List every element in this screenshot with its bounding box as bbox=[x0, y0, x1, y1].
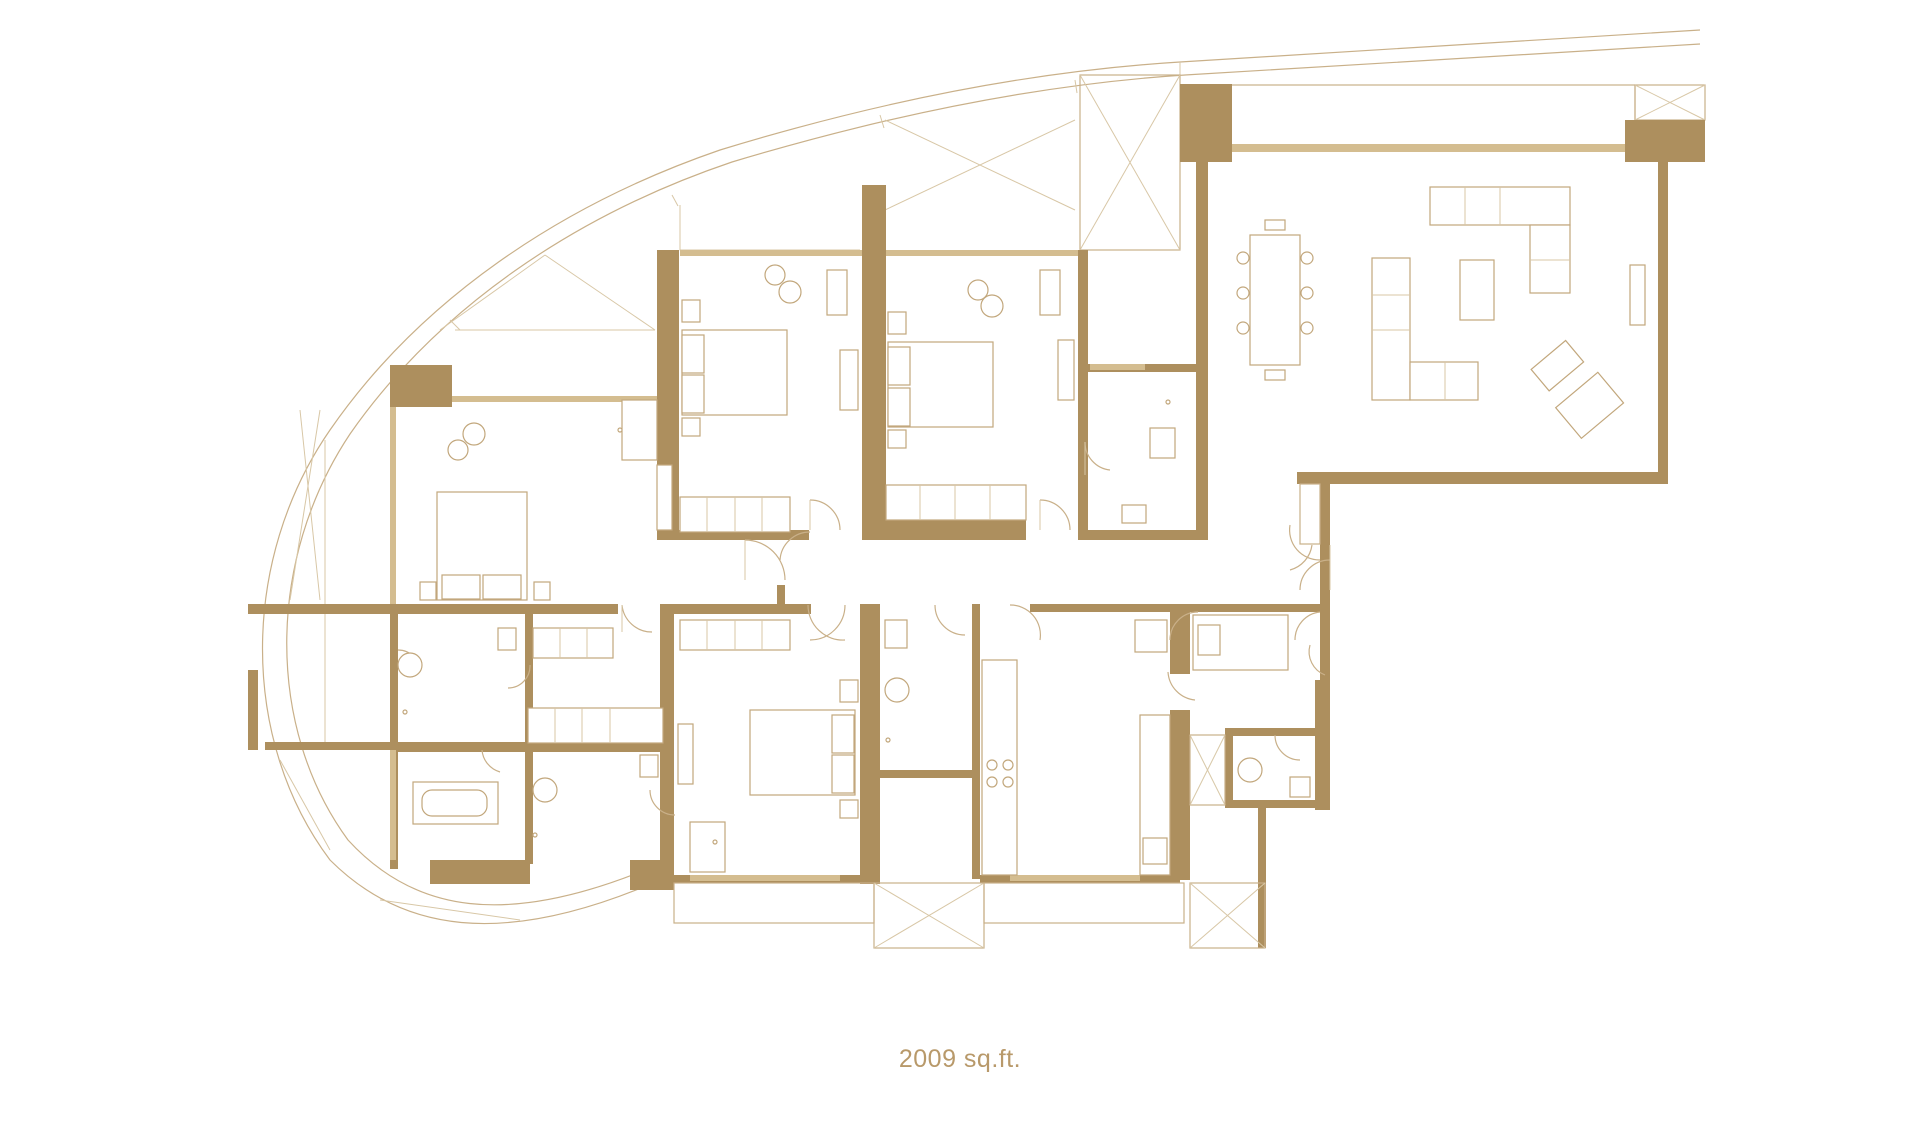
curved-facade bbox=[262, 29, 1701, 925]
left-bathrooms bbox=[397, 604, 676, 838]
bedroom-4-furniture bbox=[677, 604, 859, 873]
top-balcony bbox=[1079, 74, 1706, 251]
kitchen bbox=[981, 619, 1196, 876]
bedroom-2-furniture bbox=[885, 269, 1075, 531]
bedroom-1-furniture bbox=[419, 399, 811, 601]
living-dining-furniture bbox=[1236, 186, 1646, 440]
bedroom-3-furniture bbox=[679, 264, 859, 533]
floor-area-label: 2009 sq.ft. bbox=[898, 1045, 1022, 1073]
corridor-doors bbox=[1169, 545, 1331, 641]
lower-balconies bbox=[673, 882, 1266, 949]
middle-bath bbox=[884, 604, 1042, 743]
walls bbox=[248, 84, 1705, 948]
utility-room bbox=[1189, 483, 1326, 806]
ensuite-bath-top bbox=[1084, 364, 1176, 524]
